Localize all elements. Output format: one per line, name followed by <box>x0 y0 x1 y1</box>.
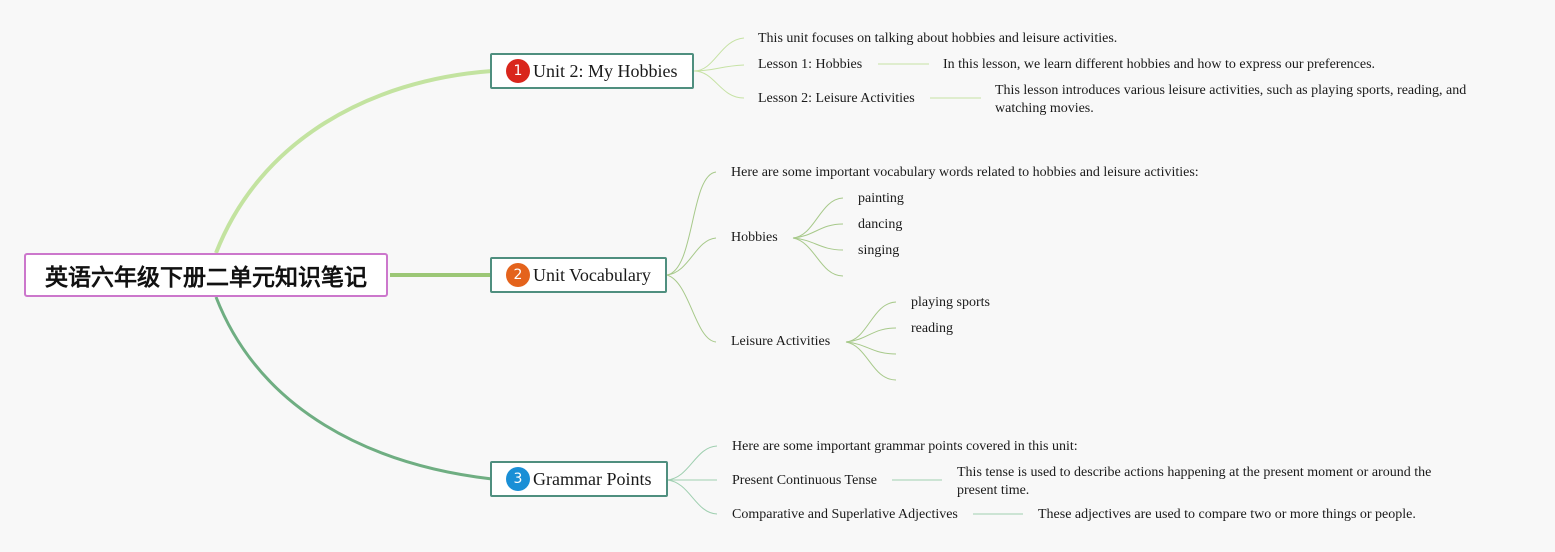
hobby-item[interactable]: painting <box>858 191 904 206</box>
lesson2-label[interactable]: Lesson 2: Leisure Activities <box>758 91 915 106</box>
grammar-intro[interactable]: Here are some important grammar points c… <box>732 439 1078 454</box>
comparative-label[interactable]: Comparative and Superlative Adjectives <box>732 507 958 522</box>
present-continuous-desc[interactable]: This tense is used to describe actions h… <box>957 465 1432 497</box>
lesson1-label[interactable]: Lesson 1: Hobbies <box>758 57 863 72</box>
present-continuous-label[interactable]: Present Continuous Tense <box>732 473 877 488</box>
badge-3: 3 <box>506 467 530 491</box>
connector-root-grammar <box>214 296 493 481</box>
branch-vocabulary-title: Unit Vocabulary <box>533 264 651 285</box>
branch-unit2-title: Unit 2: My Hobbies <box>533 60 678 81</box>
branch-vocabulary[interactable]: 2 Unit Vocabulary <box>490 257 667 293</box>
unit2-intro[interactable]: This unit focuses on talking about hobbi… <box>758 31 1118 46</box>
branch-grammar-title: Grammar Points <box>533 468 652 489</box>
badge-1: 1 <box>506 59 530 83</box>
lesson2-desc[interactable]: This lesson introduces various leisure a… <box>995 83 1467 115</box>
root-title: 英语六年级下册二单元知识笔记 <box>45 265 367 291</box>
badge-2: 2 <box>506 263 530 287</box>
hobby-item[interactable]: dancing <box>858 217 903 232</box>
leisure-item[interactable]: reading <box>911 321 953 336</box>
connector-root-unit2 <box>214 69 493 254</box>
hobby-item[interactable]: singing <box>858 243 900 258</box>
branch-unit2[interactable]: 1 Unit 2: My Hobbies <box>490 53 694 89</box>
leisure-item[interactable]: playing sports <box>911 295 990 310</box>
leisure-label[interactable]: Leisure Activities <box>731 334 831 349</box>
lesson1-desc[interactable]: In this lesson, we learn different hobbi… <box>943 57 1376 72</box>
root-node[interactable]: 英语六年级下册二单元知识笔记 <box>24 253 388 297</box>
comparative-desc[interactable]: These adjectives are used to compare two… <box>1038 507 1416 522</box>
branch-grammar[interactable]: 3 Grammar Points <box>490 461 668 497</box>
vocabulary-intro[interactable]: Here are some important vocabulary words… <box>731 165 1199 180</box>
hobbies-label[interactable]: Hobbies <box>731 230 778 245</box>
